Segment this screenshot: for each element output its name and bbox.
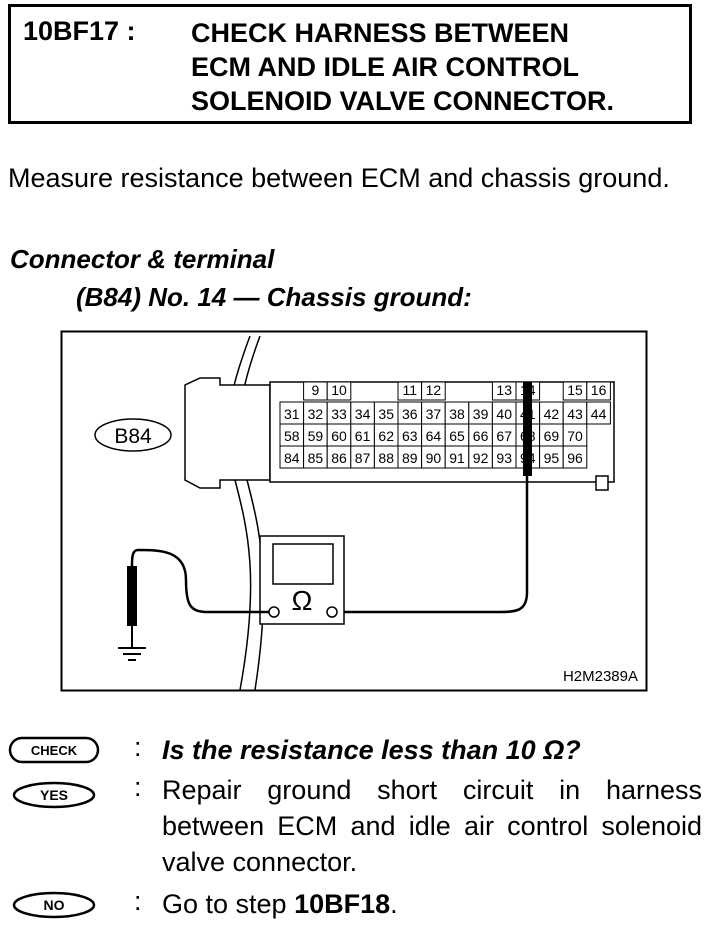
terminal-33: 33 — [331, 406, 347, 422]
terminal-96-cell — [562, 445, 588, 469]
terminal-96: 96 — [567, 450, 583, 466]
terminal-34: 34 — [355, 406, 371, 422]
terminal-39: 39 — [473, 406, 489, 422]
no-badge-icon: NO — [12, 891, 96, 919]
terminal-35: 35 — [378, 406, 394, 422]
terminal-90: 90 — [426, 450, 442, 466]
wire-to-terminal — [334, 476, 529, 614]
terminal-87: 87 — [355, 450, 371, 466]
terminal-31: 31 — [284, 406, 300, 422]
no-row: NO : Go to step 10BF18. — [8, 886, 698, 922]
terminal-62: 62 — [378, 428, 394, 444]
terminal-95: 95 — [544, 450, 560, 466]
ohmmeter — [259, 535, 345, 625]
check-question: Is the resistance less than 10 Ω? — [162, 735, 581, 765]
terminal-66: 66 — [473, 428, 489, 444]
check-colon: : — [134, 732, 142, 762]
yes-text: Repair ground short circuit in harness b… — [162, 775, 702, 877]
probe-tip — [523, 382, 532, 476]
terminal-58: 58 — [284, 428, 300, 444]
terminal-10: 10 — [331, 382, 347, 398]
ground-probe — [127, 566, 137, 626]
terminal-86: 86 — [331, 450, 347, 466]
ground-symbol — [118, 626, 146, 661]
terminal-69: 69 — [544, 428, 560, 444]
no-colon: : — [134, 886, 142, 916]
figure-code: H2M2389A — [563, 668, 638, 685]
terminal-43: 43 — [567, 406, 583, 422]
terminal-91: 91 — [449, 450, 465, 466]
step-title: CHECK HARNESS BETWEEN ECM AND IDLE AIR C… — [191, 16, 614, 118]
step-header: 10BF17 : CHECK HARNESS BETWEEN ECM AND I… — [8, 4, 692, 124]
ohm-symbol: Ω — [292, 585, 313, 616]
terminal-85: 85 — [308, 450, 324, 466]
terminal-67: 67 — [496, 428, 512, 444]
connector-terminal: (B84) No. 14 — Chassis ground: — [76, 282, 472, 312]
terminal-65: 65 — [449, 428, 465, 444]
step-title-line-2: ECM AND IDLE AIR CONTROL — [191, 52, 579, 82]
connector-label: B84 — [114, 425, 152, 448]
terminal-44: 44 — [591, 406, 607, 422]
no-text: Go to step 10BF18. — [162, 886, 702, 922]
no-step-link[interactable]: 10BF18 — [294, 889, 391, 919]
check-badge-label: CHECK — [31, 743, 78, 758]
terminal-61: 61 — [355, 428, 371, 444]
terminal-11: 11 — [403, 382, 418, 398]
terminal-9: 9 — [312, 382, 320, 398]
terminal-44-cell — [586, 401, 611, 425]
yes-badge-icon: YES — [12, 781, 96, 809]
terminal-70: 70 — [567, 428, 583, 444]
terminal-16: 16 — [591, 382, 607, 398]
no-badge-label: NO — [44, 897, 65, 913]
terminal-36: 36 — [402, 406, 418, 422]
terminal-16-cell — [586, 381, 611, 401]
terminal-40: 40 — [496, 406, 512, 422]
terminal-37: 37 — [426, 406, 442, 422]
yes-row: YES : Repair ground short circuit in har… — [8, 772, 702, 882]
terminal-32: 32 — [308, 406, 324, 422]
terminal-59: 59 — [308, 428, 324, 444]
wire-to-ground — [130, 548, 269, 614]
step-title-line-3: SOLENOID VALVE CONNECTOR. — [191, 86, 615, 116]
terminal-12-cell — [421, 381, 446, 401]
terminal-12: 12 — [426, 382, 442, 398]
yes-colon: : — [134, 772, 142, 802]
yes-badge-label: YES — [40, 787, 68, 803]
wiring-diagram: 9101112131415163132333435363738394041424… — [60, 330, 648, 692]
terminal-38: 38 — [449, 406, 465, 422]
terminal-42: 42 — [544, 406, 560, 422]
no-prefix: Go to step — [162, 889, 295, 919]
connector-label-oval — [94, 418, 172, 452]
terminal-grid: 9101112131415163132333435363738394041424… — [279, 381, 611, 469]
terminal-88: 88 — [378, 450, 394, 466]
terminal-15: 15 — [567, 382, 583, 398]
step-number: 10BF17 : — [23, 16, 136, 46]
terminal-63: 63 — [402, 428, 418, 444]
terminal-60: 60 — [331, 428, 347, 444]
terminal-13: 13 — [496, 382, 512, 398]
check-badge-icon: CHECK — [8, 736, 100, 764]
terminal-10-cell — [326, 381, 352, 401]
connector-heading: Connector & terminal — [10, 244, 275, 274]
step-title-line-1: CHECK HARNESS BETWEEN — [191, 18, 570, 48]
intro-text: Measure resistance between ECM and chass… — [8, 163, 670, 193]
no-suffix: . — [390, 889, 398, 919]
terminal-93: 93 — [496, 450, 512, 466]
terminal-89: 89 — [402, 450, 418, 466]
check-row: CHECK : Is the resistance less than 10 Ω… — [8, 732, 698, 768]
terminal-92: 92 — [473, 450, 489, 466]
terminal-64: 64 — [426, 428, 442, 444]
terminal-84: 84 — [284, 450, 300, 466]
